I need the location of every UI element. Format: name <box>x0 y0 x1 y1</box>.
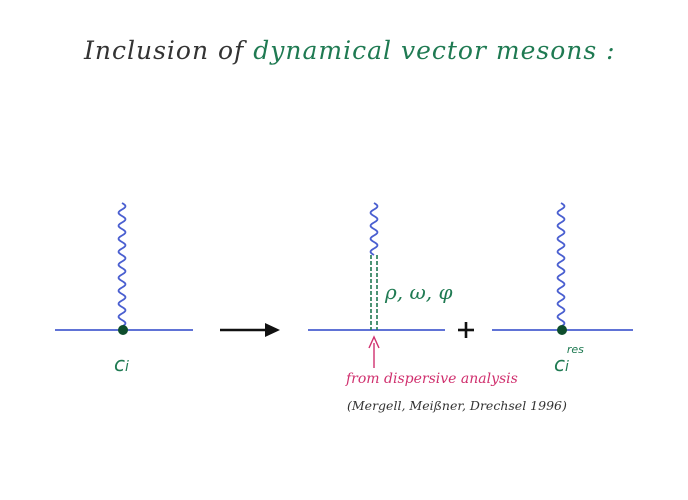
photon-line-1 <box>117 202 127 327</box>
mesons-label: ρ, ω, φ <box>385 280 453 304</box>
title-highlight: dynamical vector mesons : <box>253 36 616 65</box>
vertex-label-1-main: c <box>114 352 125 376</box>
source-arrow-head <box>368 335 380 349</box>
vertex-label-res-main: c <box>554 352 565 376</box>
transition-arrow-head <box>265 323 280 337</box>
source-label: from dispersive analysis <box>346 371 518 387</box>
vertex-label-1: ci <box>114 352 129 376</box>
photon-line-2 <box>369 202 379 256</box>
vertex-label-res-sup: res <box>566 343 584 357</box>
photon-line-3 <box>556 202 566 327</box>
vertex-label-res-sub: i <box>565 359 569 375</box>
title-prefix: Inclusion of <box>84 36 245 65</box>
vertex-dot-1 <box>118 325 128 335</box>
slide-title: Inclusion of dynamical vector mesons : <box>84 36 616 65</box>
vertex-label-res: ci res <box>554 343 586 376</box>
citation: (Mergell, Meißner, Drechsel 1996) <box>347 398 567 413</box>
vertex-dot-3 <box>557 325 567 335</box>
vertex-label-1-sub: i <box>125 359 129 375</box>
